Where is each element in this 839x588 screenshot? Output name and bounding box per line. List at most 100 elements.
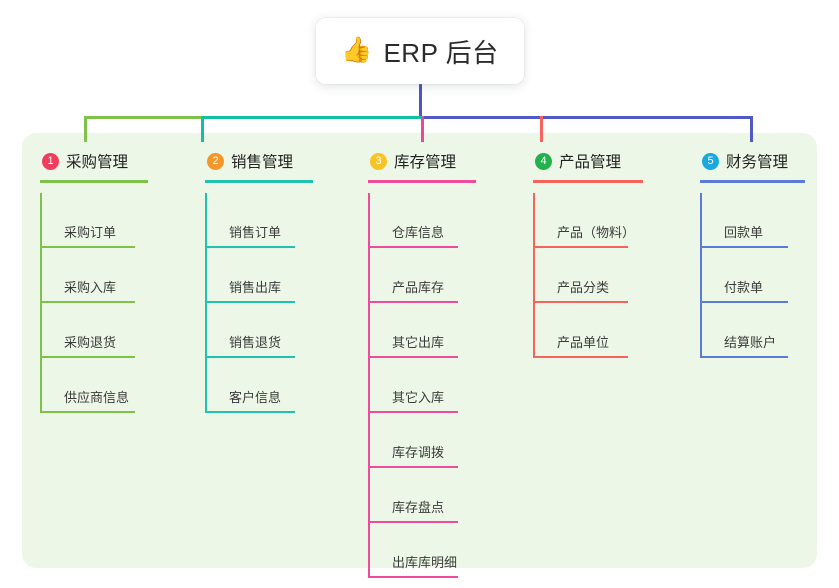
branch-item-rule — [205, 411, 295, 413]
branch-item[interactable]: 其它入库 — [368, 358, 482, 413]
branch-item[interactable]: 其它出库 — [368, 303, 482, 358]
branch-item-label: 其它出库 — [392, 335, 445, 350]
root-stem — [419, 84, 422, 119]
branch-rail — [40, 193, 42, 413]
branch-number-badge: 1 — [42, 152, 59, 170]
branch-header-rule — [700, 180, 805, 183]
branch-rail — [205, 193, 207, 413]
branch-rail — [368, 193, 370, 578]
branch-item-label: 其它入库 — [392, 390, 445, 405]
branch-item-rule — [368, 301, 458, 303]
branch-header-rule — [368, 180, 476, 183]
branch-item[interactable]: 仓库信息 — [368, 193, 482, 248]
branch-item-rule — [205, 246, 295, 248]
branch-item[interactable]: 产品库存 — [368, 248, 482, 303]
branch-item-rule — [40, 246, 135, 248]
branch-item-label: 库存调拨 — [392, 445, 445, 460]
branch-item-rule — [700, 301, 788, 303]
branch-item[interactable]: 结算账户 — [700, 303, 812, 358]
branch-item[interactable]: 库存调拨 — [368, 413, 482, 468]
branch-item[interactable]: 付款单 — [700, 248, 812, 303]
branch-number-badge: 3 — [370, 152, 387, 170]
branch-item-label: 销售退货 — [229, 335, 282, 350]
branch-item-rule — [40, 411, 135, 413]
branch-item-label: 产品库存 — [392, 280, 445, 295]
branch-item-rule — [205, 301, 295, 303]
branch-item[interactable]: 采购退货 — [40, 303, 159, 358]
branch-item-label: 销售订单 — [229, 225, 282, 240]
hbar-green — [84, 116, 201, 119]
branch-header-rule — [40, 180, 148, 183]
branch-item-rule — [368, 356, 458, 358]
branch-item[interactable]: 回款单 — [700, 193, 812, 248]
branch-number-badge: 4 — [535, 152, 552, 170]
root-node-erp-backend[interactable]: 👍 ERP 后台 — [316, 18, 524, 84]
branch-item[interactable]: 销售订单 — [205, 193, 319, 248]
branch-item[interactable]: 库存盘点 — [368, 468, 482, 523]
branch-item[interactable]: 采购订单 — [40, 193, 159, 248]
branch-item[interactable]: 供应商信息 — [40, 358, 159, 413]
root-node-content: 👍 ERP 后台 — [341, 33, 498, 70]
hbar-indigo — [420, 116, 753, 119]
branch-header-rule — [205, 180, 313, 183]
branch-header-销售管理[interactable]: 2 销售管理 — [205, 148, 293, 174]
branch-item-label: 采购订单 — [64, 225, 117, 240]
branch-title: 库存管理 — [394, 154, 457, 171]
branch-item-rule — [533, 356, 628, 358]
branch-item-label: 供应商信息 — [64, 390, 130, 405]
branch-item-rule — [533, 301, 628, 303]
branch-item-label: 库存盘点 — [392, 500, 445, 515]
hbar-teal — [201, 116, 421, 119]
branch-number-badge: 5 — [702, 152, 719, 170]
connector-drop-2 — [201, 116, 204, 142]
branch-item-rule — [700, 246, 788, 248]
branch-item-rule — [205, 356, 295, 358]
branch-item-rule — [368, 521, 458, 523]
connector-drop-1 — [84, 116, 87, 142]
root-node-title: ERP 后台 — [383, 37, 499, 68]
connector-drop-4 — [540, 116, 543, 142]
branch-header-采购管理[interactable]: 1 采购管理 — [40, 148, 128, 174]
branch-item-label: 仓库信息 — [392, 225, 445, 240]
branch-header-rule — [533, 180, 643, 183]
branch-header-财务管理[interactable]: 5 财务管理 — [700, 148, 788, 174]
branch-title: 销售管理 — [231, 154, 294, 171]
branch-item[interactable]: 客户信息 — [205, 358, 319, 413]
branch-item[interactable]: 产品（物料） — [533, 193, 652, 248]
branch-item-label: 采购入库 — [64, 280, 117, 295]
branch-item-label: 采购退货 — [64, 335, 117, 350]
connector-drop-3 — [420, 116, 424, 142]
branch-item-label: 付款单 — [724, 280, 764, 295]
branch-item-rule — [368, 466, 458, 468]
branch-item-rule — [700, 356, 788, 358]
branch-item-label: 产品（物料） — [557, 225, 636, 240]
branch-item-label: 客户信息 — [229, 390, 282, 405]
branch-item-label: 结算账户 — [724, 335, 777, 350]
branch-rail — [700, 193, 702, 358]
branch-item[interactable]: 采购入库 — [40, 248, 159, 303]
branch-item[interactable]: 销售退货 — [205, 303, 319, 358]
branch-number-badge: 2 — [207, 152, 224, 170]
branch-item-rule — [40, 301, 135, 303]
diagram-panel — [22, 133, 817, 568]
branch-item[interactable]: 产品分类 — [533, 248, 652, 303]
branch-item-label: 出库库明细 — [392, 555, 458, 570]
branch-title: 财务管理 — [726, 154, 789, 171]
branch-item[interactable]: 出库库明细 — [368, 523, 482, 578]
branch-item-rule — [368, 411, 458, 413]
branch-rail — [533, 193, 535, 358]
branch-item-rule — [368, 246, 458, 248]
thumbs-up-icon: 👍 — [341, 35, 373, 64]
branch-item-rule — [40, 356, 135, 358]
branch-item-label: 产品分类 — [557, 280, 610, 295]
branch-header-库存管理[interactable]: 3 库存管理 — [368, 148, 456, 174]
branch-item-label: 回款单 — [724, 225, 764, 240]
branch-item-label: 产品单位 — [557, 335, 610, 350]
branch-item[interactable]: 产品单位 — [533, 303, 652, 358]
branch-item[interactable]: 销售出库 — [205, 248, 319, 303]
branch-title: 采购管理 — [66, 154, 129, 171]
branch-item-rule — [368, 576, 458, 578]
connector-drop-5 — [750, 116, 753, 142]
